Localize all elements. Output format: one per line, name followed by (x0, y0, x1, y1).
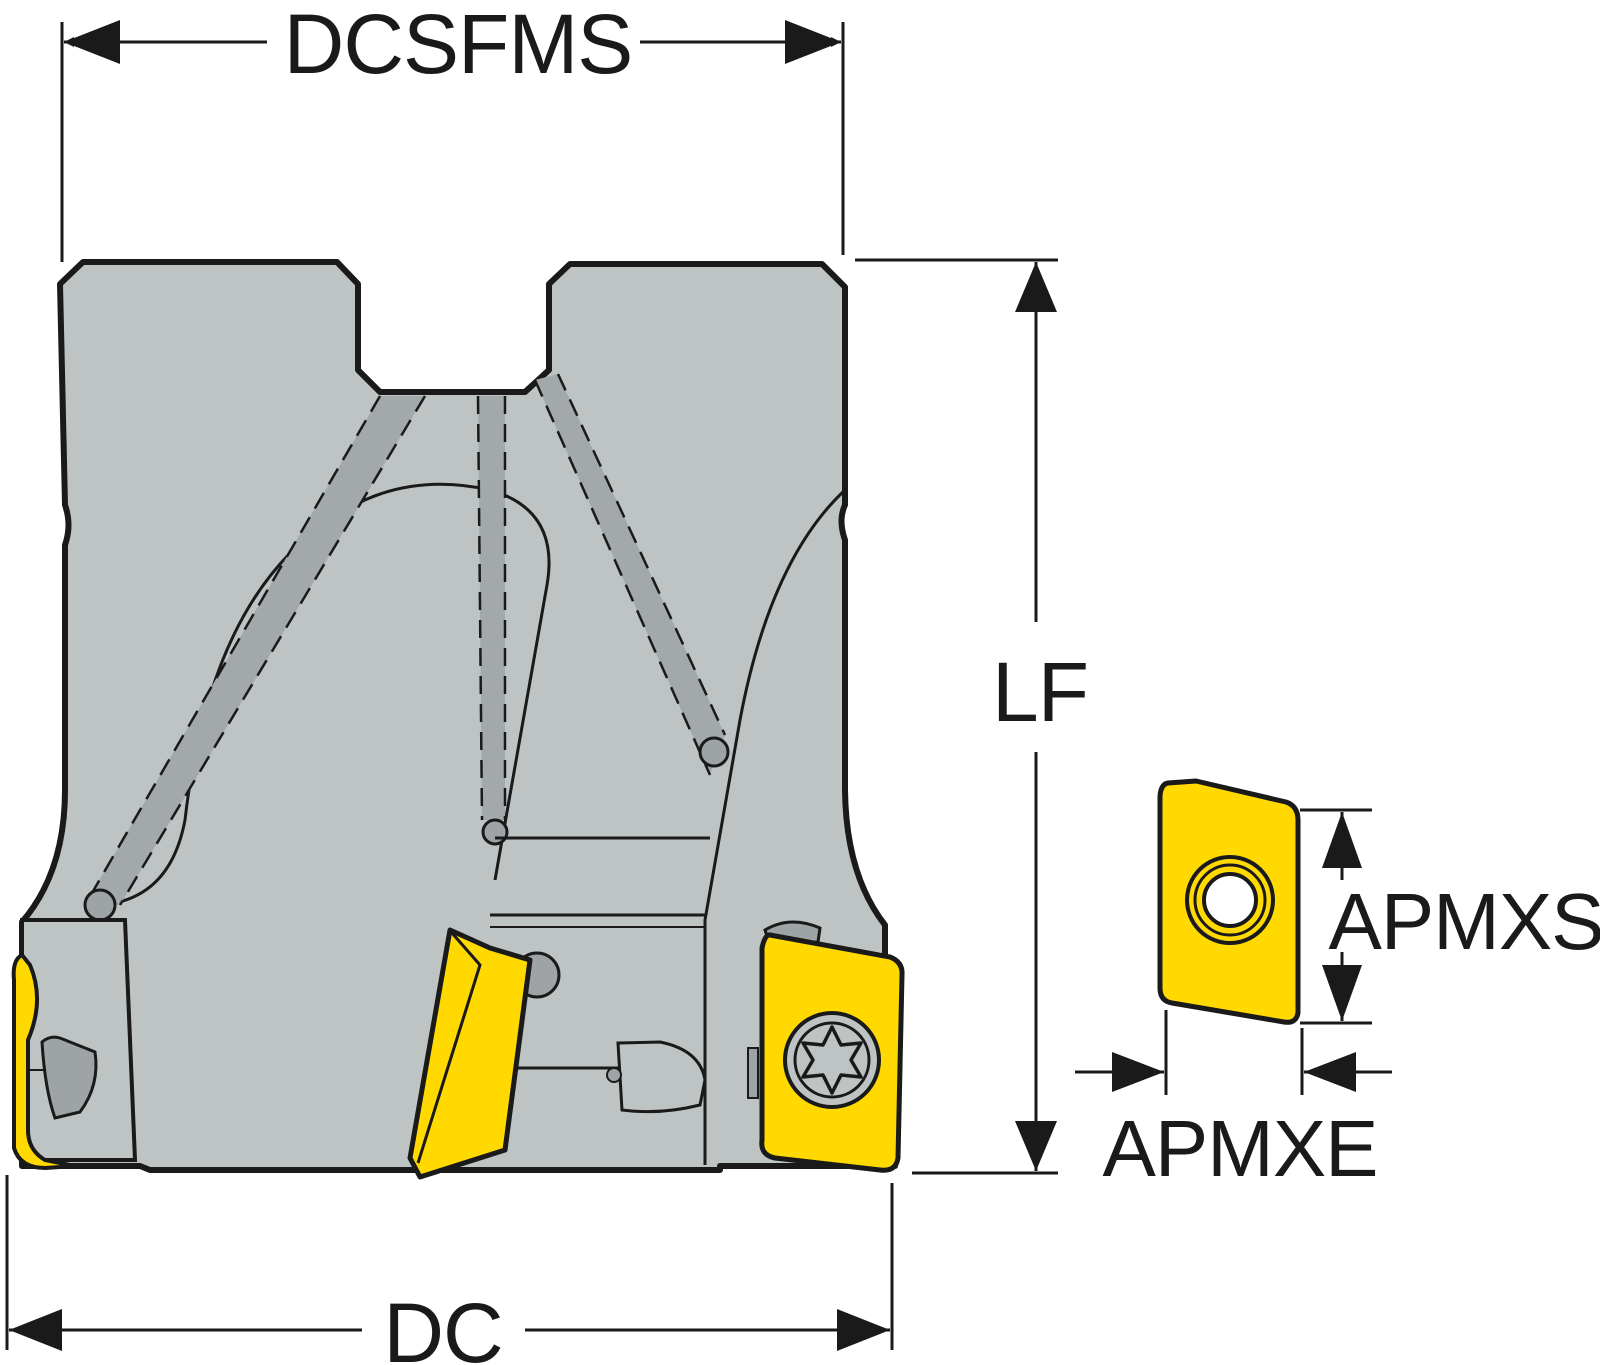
pocket-left (20, 918, 138, 1162)
insert-detail (1157, 778, 1301, 1025)
dimension-lf: LF (855, 258, 1089, 1175)
dimension-dc: DC (5, 1175, 894, 1365)
dimension-apmxe: APMXE (1075, 1010, 1392, 1193)
dimension-label-apmxe: APMXE (1102, 1104, 1377, 1193)
dimension-label-dcsfms: DCSFMS (284, 0, 633, 91)
dimension-apmxs: APMXS (1300, 808, 1600, 1025)
insert-center (407, 927, 533, 1180)
dimension-dcsfms: DCSFMS (60, 0, 845, 262)
insert-left-edge (11, 952, 76, 1171)
dimension-label-dc: DC (383, 1286, 502, 1365)
dimension-label-apmxs: APMXS (1328, 877, 1600, 966)
coolant-channel-left (85, 396, 425, 905)
torx-screw-icon (783, 1011, 881, 1109)
cutter-body-outline (19, 259, 898, 1173)
flute-curve-right (703, 488, 847, 1165)
coolant-channel-right (535, 374, 725, 775)
cutter-body (19, 259, 898, 1173)
insert-right (759, 932, 905, 1173)
dimension-label-lf: LF (992, 645, 1088, 739)
coolant-channel-center (478, 396, 505, 820)
